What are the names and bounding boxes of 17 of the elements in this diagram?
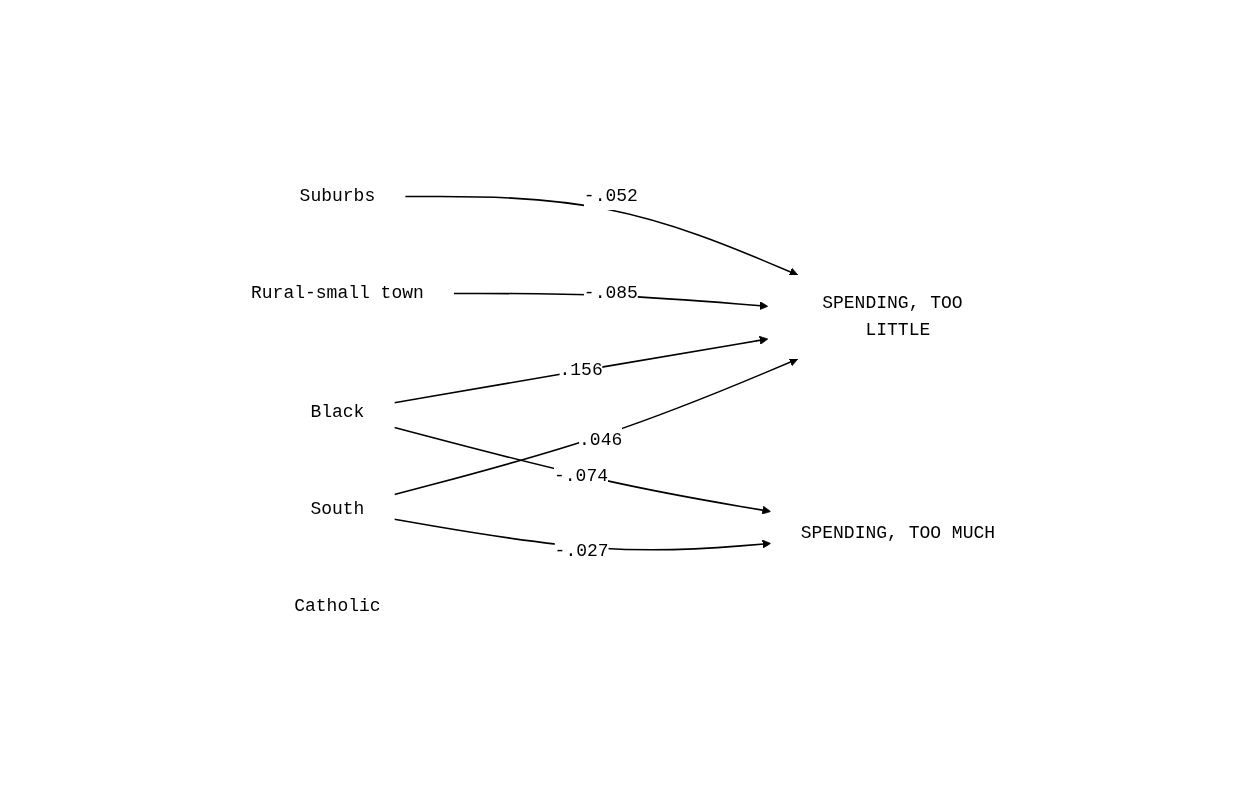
edge-label: -.085	[583, 282, 638, 303]
edge-label: -.052	[583, 185, 638, 206]
edge-label: -.027	[554, 540, 609, 561]
node-text: SPENDING, TOO LITTLE	[822, 292, 963, 340]
arrow	[404, 195, 799, 276]
arrow	[393, 335, 769, 403]
edge-label: .156	[559, 359, 603, 380]
node-text: South	[310, 498, 365, 519]
node-text: Black	[310, 401, 365, 422]
node-text: Suburbs	[299, 185, 376, 206]
edge-label: -.074	[554, 465, 609, 486]
edge-label: .046	[579, 429, 623, 450]
node-text: Rural-small town	[251, 282, 424, 303]
node-text: Catholic	[294, 595, 381, 616]
node-text: SPENDING, TOO MUCH	[800, 522, 996, 542]
arrow	[393, 357, 799, 495]
arrow	[393, 426, 772, 514]
